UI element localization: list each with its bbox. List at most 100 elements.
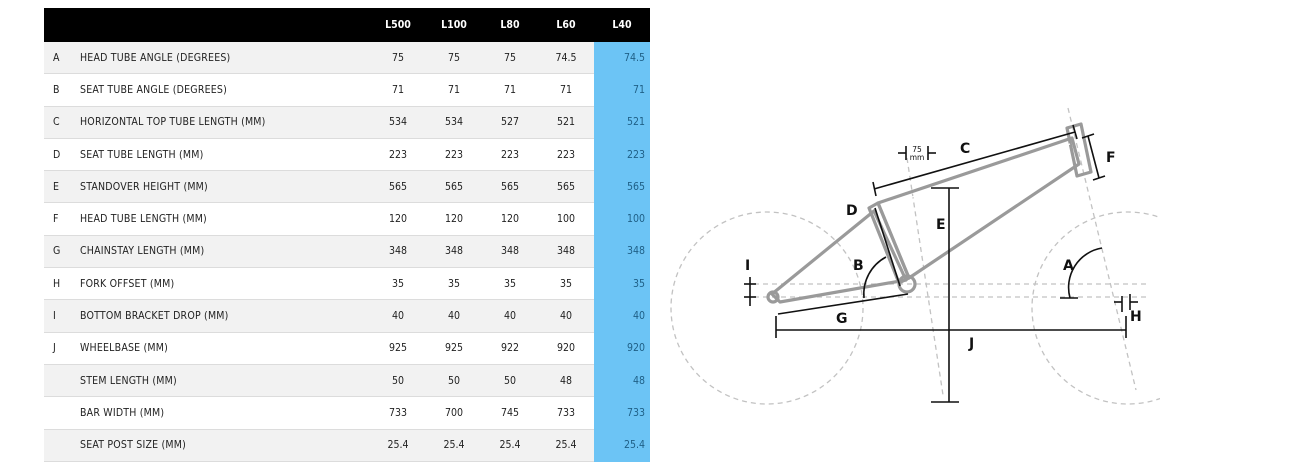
row-label: BAR WIDTH (MM) bbox=[80, 396, 370, 430]
cell-value: 534 bbox=[426, 106, 482, 139]
cell-value: 348 bbox=[538, 235, 594, 269]
row-label: STEM LENGTH (MM) bbox=[80, 364, 370, 398]
label-c: C bbox=[960, 141, 970, 157]
row-letter: D bbox=[44, 138, 80, 172]
rear-wheel bbox=[670, 211, 864, 405]
cell-value: 35 bbox=[482, 267, 538, 301]
dimension-b: B bbox=[853, 256, 887, 299]
cell-value: 745 bbox=[482, 396, 538, 430]
cell-value-selected: 48 bbox=[594, 364, 650, 398]
model-header-selected[interactable]: L40 bbox=[594, 8, 650, 42]
cell-value: 348 bbox=[426, 235, 482, 269]
cell-value: 922 bbox=[482, 332, 538, 365]
cell-value: 565 bbox=[538, 170, 594, 204]
label-h: H bbox=[1130, 309, 1142, 325]
cell-value-selected: 35 bbox=[594, 267, 650, 301]
label-e: E bbox=[936, 217, 946, 233]
header-blank bbox=[44, 8, 80, 42]
cell-value: 348 bbox=[482, 235, 538, 269]
cell-value: 920 bbox=[538, 332, 594, 365]
row-label: SEAT TUBE LENGTH (MM) bbox=[80, 138, 370, 172]
label-f: F bbox=[1106, 150, 1116, 166]
cell-value: 733 bbox=[370, 396, 426, 430]
bike-geometry-diagram: C 75 mm F D E B G bbox=[670, 107, 1160, 405]
cell-value: 50 bbox=[482, 364, 538, 398]
cell-value-selected: 521 bbox=[594, 106, 650, 139]
label-d: D bbox=[846, 203, 858, 219]
row-letter: H bbox=[44, 267, 80, 301]
dimension-d: D bbox=[846, 203, 901, 287]
row-label: STANDOVER HEIGHT (MM) bbox=[80, 170, 370, 204]
model-header[interactable]: L60 bbox=[538, 8, 594, 42]
front-wheel bbox=[1031, 211, 1160, 405]
cell-value: 348 bbox=[370, 235, 426, 269]
cell-value: 223 bbox=[482, 138, 538, 172]
row-letter: I bbox=[44, 299, 80, 333]
cell-value: 100 bbox=[538, 202, 594, 236]
cell-value: 50 bbox=[370, 364, 426, 398]
cell-value: 74.5 bbox=[538, 42, 594, 75]
row-letter: G bbox=[44, 235, 80, 269]
row-label: FORK OFFSET (MM) bbox=[80, 267, 370, 301]
model-header[interactable]: L80 bbox=[482, 8, 538, 42]
dimension-f: F bbox=[1081, 133, 1116, 181]
model-header[interactable]: L100 bbox=[426, 8, 482, 42]
label-i: I bbox=[745, 258, 750, 274]
dimension-g: G bbox=[777, 293, 909, 327]
cell-value: 565 bbox=[482, 170, 538, 204]
cell-value: 223 bbox=[370, 138, 426, 172]
dimension-e: E bbox=[931, 187, 959, 403]
cell-value-selected: 223 bbox=[594, 138, 650, 172]
model-header[interactable]: L500 bbox=[370, 8, 426, 42]
offset-unit: mm bbox=[910, 153, 925, 162]
cell-value: 35 bbox=[426, 267, 482, 301]
cell-value-selected: 74.5 bbox=[594, 42, 650, 75]
cell-value-selected: 920 bbox=[594, 332, 650, 365]
cell-value: 40 bbox=[482, 299, 538, 333]
cell-value: 565 bbox=[370, 170, 426, 204]
cell-value: 223 bbox=[538, 138, 594, 172]
row-label: BOTTOM BRACKET DROP (MM) bbox=[80, 299, 370, 333]
cell-value: 25.4 bbox=[426, 429, 482, 462]
offset-value: 75 bbox=[912, 145, 922, 154]
row-letter: B bbox=[44, 73, 80, 107]
cell-value-selected: 100 bbox=[594, 202, 650, 236]
cell-value: 71 bbox=[538, 73, 594, 107]
cell-value: 75 bbox=[482, 42, 538, 75]
cell-value: 50 bbox=[426, 364, 482, 398]
cell-value: 35 bbox=[538, 267, 594, 301]
row-label: CHAINSTAY LENGTH (MM) bbox=[80, 235, 370, 269]
row-label: HORIZONTAL TOP TUBE LENGTH (MM) bbox=[80, 106, 370, 139]
cell-value: 565 bbox=[426, 170, 482, 204]
cell-value: 40 bbox=[538, 299, 594, 333]
cell-value: 35 bbox=[370, 267, 426, 301]
row-letter: F bbox=[44, 202, 80, 236]
row-letter bbox=[44, 429, 80, 462]
cell-value: 25.4 bbox=[370, 429, 426, 462]
dimension-h: H bbox=[1114, 294, 1142, 325]
cell-value: 120 bbox=[426, 202, 482, 236]
cell-value: 223 bbox=[426, 138, 482, 172]
cell-value-selected: 25.4 bbox=[594, 429, 650, 462]
row-letter bbox=[44, 396, 80, 430]
row-letter bbox=[44, 364, 80, 398]
cell-value: 40 bbox=[370, 299, 426, 333]
cell-value: 25.4 bbox=[538, 429, 594, 462]
cell-value: 75 bbox=[426, 42, 482, 75]
row-label: WHEELBASE (MM) bbox=[80, 332, 370, 365]
cell-value: 40 bbox=[426, 299, 482, 333]
dimension-i: I bbox=[744, 258, 756, 306]
cell-value: 75 bbox=[370, 42, 426, 75]
